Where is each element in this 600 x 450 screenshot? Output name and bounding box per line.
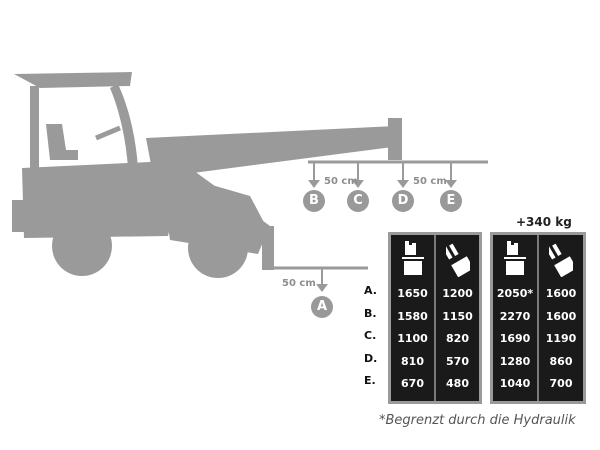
- fork-spacing-label: 50 cm: [282, 278, 316, 289]
- front-frame: [160, 170, 268, 254]
- row-label-d: D.: [364, 351, 378, 365]
- capacity-column-tilted: 1200 1150 820 570 480: [434, 235, 479, 401]
- arrow-b: [308, 180, 320, 188]
- rear-counterweight: [12, 200, 30, 232]
- cell-t2-c1-e: 1040: [499, 377, 531, 390]
- cell-t2-c2-b: 1600: [545, 309, 577, 323]
- capacity-column-straight: 2050* 2270 1690 1280 1040: [493, 235, 537, 401]
- cell-t2-c2-a: 1600: [545, 287, 577, 300]
- row-label-b: B.: [364, 306, 377, 320]
- capacity-column-straight: 1650 1580 1100 810 670: [391, 235, 434, 401]
- point-badge-c: C: [347, 190, 369, 212]
- cell-t2-c2-d: 860: [549, 354, 573, 368]
- row-label-e: E.: [364, 374, 376, 387]
- boom-lower-arm: [176, 168, 270, 232]
- arrow-a: [316, 284, 328, 292]
- boom-spacing-label-2: 50 cm: [413, 176, 447, 187]
- tilted-load-icon: [539, 235, 583, 283]
- capacity-table-standard: 1650 1580 1100 810 670 1200 1150 820 570…: [388, 232, 482, 404]
- straight-load-icon: [493, 235, 537, 283]
- rear-wheel: [52, 216, 112, 276]
- arrow-d: [397, 180, 409, 188]
- low-fork-carriage: [262, 226, 274, 270]
- boom-tool-carrier: [388, 118, 402, 160]
- capacity-table-counterweight: 2050* 2270 1690 1280 1040 1600 1600 1190…: [490, 232, 586, 404]
- tilted-load-icon: [436, 235, 479, 283]
- cell-t1-c1-d: 810: [401, 354, 424, 368]
- row-label-a: A.: [364, 284, 377, 297]
- cell-t1-c1-b: 1580: [397, 309, 428, 323]
- boom-spacing-label-1: 50 cm: [324, 176, 358, 187]
- cell-t2-c1-c: 1690: [499, 332, 531, 345]
- cab-roof: [14, 72, 132, 88]
- cell-t2-c1-d: 1280: [499, 354, 531, 368]
- cell-t2-c1-b: 2270: [499, 309, 531, 323]
- cab-rear-pillar: [30, 86, 39, 176]
- cell-t1-c1-c: 1100: [397, 332, 428, 345]
- cell-t1-c2-e: 480: [446, 377, 469, 390]
- point-badge-a: A: [311, 296, 333, 318]
- point-badge-e: E: [440, 190, 462, 212]
- cell-t1-c1-e: 670: [401, 377, 424, 390]
- cell-t1-c2-d: 570: [446, 354, 469, 368]
- seat: [46, 124, 78, 160]
- capacity-column-tilted: 1600 1600 1190 860 700: [537, 235, 583, 401]
- point-badge-d: D: [392, 190, 414, 212]
- straight-load-icon: [391, 235, 434, 283]
- point-badge-b: B: [303, 190, 325, 212]
- cell-t1-c2-a: 1200: [442, 287, 473, 300]
- cell-t1-c2-c: 820: [446, 332, 469, 345]
- counterweight-note: +340 kg: [516, 215, 572, 229]
- row-label-c: C.: [364, 329, 377, 342]
- loader-body: [22, 160, 176, 238]
- cell-t1-c2-b: 1150: [442, 309, 473, 323]
- row-label-column: A. B. C. D. E.: [364, 280, 386, 393]
- hydraulic-limit-footnote: *Begrenzt durch die Hydraulik: [379, 413, 576, 428]
- steering-wheel: [95, 125, 121, 141]
- cab-front-pillar: [110, 84, 138, 168]
- arrow-e: [445, 180, 457, 188]
- boom-arm: [146, 126, 400, 176]
- arrow-c: [352, 180, 364, 188]
- cell-t2-c2-e: 700: [549, 377, 573, 390]
- cell-t2-c2-c: 1190: [545, 332, 577, 345]
- boom-cylinder: [189, 140, 331, 152]
- cell-t2-c1-a: 2050*: [496, 287, 534, 300]
- cell-t1-c1-a: 1650: [397, 287, 428, 300]
